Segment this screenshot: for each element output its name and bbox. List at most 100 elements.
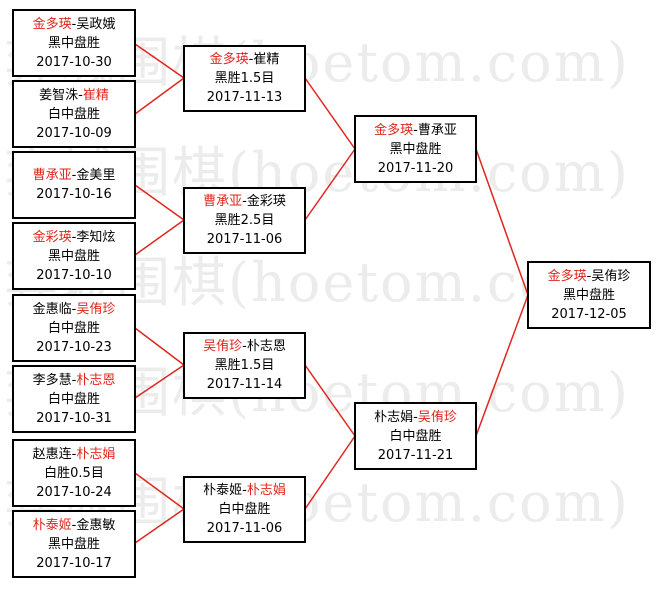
match-box: 曹承亚-金彩瑛 黑胜2.5目 2017-11-06 — [183, 187, 306, 254]
player-name: 李多慧 — [32, 372, 72, 388]
match-result: 黑中盘胜 — [47, 536, 100, 552]
match-players: 李多慧-朴志恩 — [14, 371, 134, 390]
match-box: 金多瑛-吴政娥 黑中盘胜 2017-10-30 — [12, 9, 136, 77]
separator: - — [71, 446, 77, 462]
match-result: 黑胜2.5目 — [214, 213, 275, 228]
bracket-line — [134, 43, 185, 79]
match-players: 赵惠连-朴志娟 — [14, 445, 134, 464]
player-name: 朴志娟 — [246, 483, 286, 498]
player-name: 曹承亚 — [417, 122, 457, 138]
match-result: 白中盘胜 — [47, 320, 100, 336]
match-date: 2017-10-23 — [36, 339, 112, 355]
bracket-line — [475, 148, 529, 296]
player-name: 赵惠连 — [32, 446, 72, 462]
player-name: 吴政娥 — [76, 16, 116, 32]
player-name: 朴志恩 — [246, 339, 286, 354]
match-box: 金惠临-吴侑珍 白中盘胜 2017-10-23 — [12, 294, 136, 362]
bracket-line — [134, 184, 185, 221]
player-name: 金惠敏 — [76, 517, 116, 533]
match-result: 白胜0.5目 — [44, 465, 104, 481]
match-players: 朴志娟-吴侑珍 — [356, 408, 475, 427]
separator: - — [242, 194, 247, 209]
match-result: 白中盘胜 — [218, 502, 271, 517]
player-name: 金美里 — [76, 168, 116, 183]
match-result: 黑胜1.5目 — [214, 358, 275, 373]
player-name: 李知炫 — [76, 229, 116, 245]
match-date: 2017-10-16 — [36, 187, 112, 202]
player-name: 朴泰姬 — [203, 483, 243, 498]
match-result: 白中盘胜 — [47, 391, 100, 407]
separator: - — [586, 268, 592, 284]
match-players: 朴泰姬-金惠敏 — [14, 516, 134, 535]
match-date: 2017-11-14 — [206, 377, 283, 392]
match-box: 曹承亚-金美里 2017-10-16 — [12, 151, 136, 219]
match-date: 2017-10-17 — [36, 555, 112, 571]
final-match-box: 金多瑛-吴侑珍 黑中盘胜 2017-12-05 — [527, 261, 651, 329]
player-name: 吴侑珍 — [417, 409, 457, 425]
separator: - — [71, 372, 77, 388]
player-name: 金彩瑛 — [246, 194, 286, 209]
player-name: 朴志娟 — [76, 446, 116, 462]
player-name: 吴侑珍 — [76, 301, 116, 317]
match-box: 姜智洙-崔精 白中盘胜 2017-10-09 — [12, 80, 136, 148]
match-players: 金多瑛-崔精 — [185, 50, 304, 69]
bracket-line — [134, 472, 185, 510]
match-players: 朴泰姬-朴志娟 — [185, 481, 304, 500]
match-result: 黑中盘胜 — [389, 141, 442, 157]
separator: - — [242, 339, 247, 354]
player-name: 金多瑛 — [209, 52, 249, 67]
match-date: 2017-10-10 — [36, 267, 112, 283]
match-box: 金多瑛-曹承亚 黑中盘胜 2017-11-20 — [354, 115, 477, 183]
match-players: 金惠临-吴侑珍 — [14, 300, 134, 319]
player-name: 金彩瑛 — [32, 229, 72, 245]
player-name: 姜智洙 — [39, 87, 79, 103]
match-date: 2017-10-24 — [36, 484, 112, 500]
player-name: 崔精 — [82, 87, 109, 103]
match-box: 金彩瑛-李知炫 黑中盘胜 2017-10-10 — [12, 222, 136, 290]
match-box: 朴泰姬-朴志娟 白中盘胜 2017-11-06 — [183, 476, 306, 543]
player-name: 金多瑛 — [32, 16, 72, 32]
match-box: 李多慧-朴志恩 白中盘胜 2017-10-31 — [12, 365, 136, 433]
bracket-line — [475, 294, 529, 437]
match-box: 金多瑛-崔精 黑胜1.5目 2017-11-13 — [183, 45, 306, 112]
separator: - — [242, 483, 247, 498]
match-date: 2017-11-06 — [206, 232, 283, 247]
match-players: 金多瑛-曹承亚 — [356, 121, 475, 140]
separator: - — [413, 409, 418, 425]
match-date: 2017-11-06 — [206, 521, 283, 536]
player-name: 金多瑛 — [547, 268, 587, 284]
separator: - — [248, 52, 254, 67]
match-players: 金多瑛-吴侑珍 — [529, 267, 649, 286]
player-name: 朴泰姬 — [32, 517, 72, 533]
bracket-line — [304, 364, 356, 437]
match-result: 黑中盘胜 — [562, 287, 615, 303]
player-name: 曹承亚 — [32, 168, 72, 183]
match-date: 2017-10-09 — [36, 125, 112, 141]
player-name: 曹承亚 — [203, 194, 243, 209]
match-result: 黑中盘胜 — [47, 35, 100, 51]
separator: - — [71, 168, 77, 183]
match-date: 2017-11-20 — [377, 160, 454, 176]
bracket-line — [134, 219, 185, 256]
separator: - — [78, 87, 83, 103]
player-name: 吴侑珍 — [203, 339, 243, 354]
match-box: 朴志娟-吴侑珍 白中盘胜 2017-11-21 — [354, 402, 477, 470]
match-players: 金多瑛-吴政娥 — [14, 15, 134, 34]
match-date: 2017-11-21 — [377, 447, 454, 463]
separator: - — [71, 517, 77, 533]
match-date: 2017-11-13 — [206, 90, 283, 105]
match-players: 金彩瑛-李知炫 — [14, 228, 134, 247]
bracket-line — [134, 77, 185, 115]
separator: - — [71, 229, 77, 245]
match-result: 黑中盘胜 — [47, 248, 100, 264]
match-date: 2017-12-05 — [551, 306, 627, 322]
player-name: 朴志娟 — [374, 409, 414, 425]
match-players: 吴侑珍-朴志恩 — [185, 337, 304, 356]
bracket-line — [134, 364, 185, 399]
player-name: 吴侑珍 — [591, 268, 631, 284]
separator: - — [71, 301, 77, 317]
match-players: 姜智洙-崔精 — [14, 86, 134, 105]
match-result: 白中盘胜 — [389, 428, 442, 444]
match-players: 曹承亚-金美里 — [14, 166, 134, 185]
